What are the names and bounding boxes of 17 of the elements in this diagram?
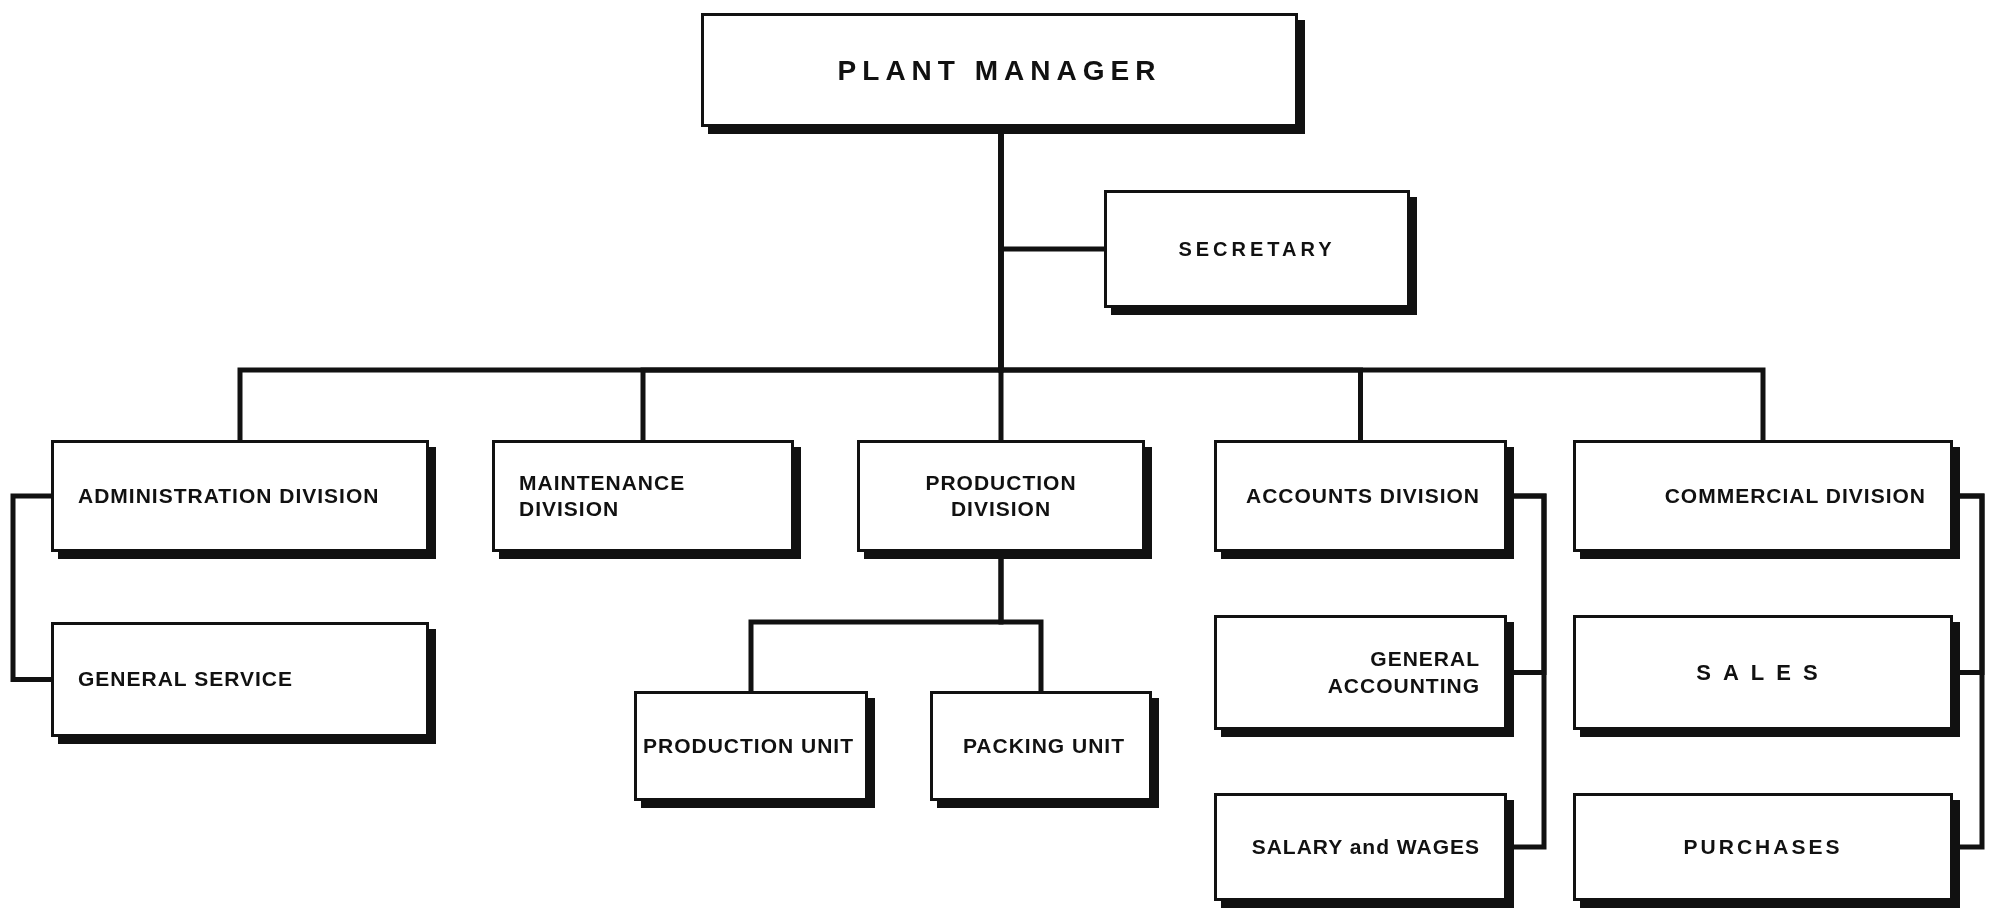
box-label: PURCHASES <box>1683 833 1843 860</box>
box-label: SALES <box>1696 658 1830 687</box>
box-label: PRODUCTION UNIT <box>643 732 854 759</box>
box-label: SALARY and WAGES <box>1251 833 1480 860</box>
connector-line <box>1960 493 1985 850</box>
box-label: GENERAL ACCOUNTING <box>1326 646 1480 699</box>
box-label: PLANT MANAGER <box>837 53 1162 88</box>
box-label: ACCOUNTS DIVISION <box>1246 482 1480 509</box>
box-label: MAINTENANCE DIVISION <box>519 469 687 522</box>
box-label: ADMINISTRATION DIVISION <box>78 482 380 509</box>
box-label: SECRETARY <box>1178 236 1336 262</box>
box-label: COMMERCIAL DIVISION <box>1664 482 1926 509</box>
connector-line <box>1514 493 1547 850</box>
box-label: GENERAL SERVICE <box>78 666 293 693</box>
box-label: PRODUCTION DIVISION <box>924 469 1078 522</box>
connector-line <box>10 493 51 682</box>
box-label: PACKING UNIT <box>962 732 1125 759</box>
